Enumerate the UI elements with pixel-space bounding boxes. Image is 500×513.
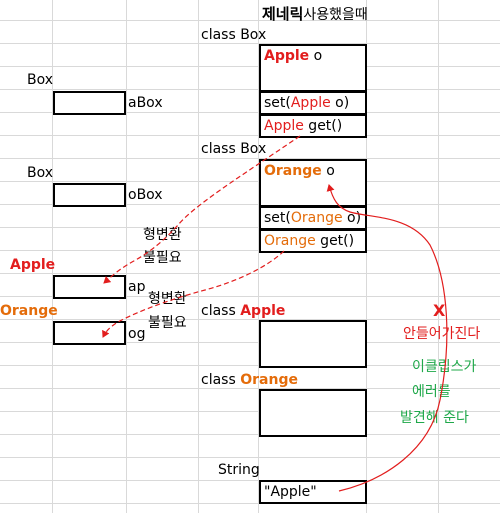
class-apple-header: class Apple	[201, 303, 286, 319]
apple-field-cell: Apple o	[259, 44, 367, 92]
og-variable-box	[53, 321, 126, 345]
orange-setter-cell: set(Orange o)	[259, 206, 367, 230]
abox-variable-name: aBox	[128, 95, 163, 111]
eclipse-note-line3: 발견해 준다	[400, 410, 469, 426]
error-x-mark: X	[433, 301, 446, 320]
string-value-cell: "Apple"	[259, 480, 367, 504]
class-box-header-orange: class Box	[201, 141, 267, 157]
class-box-header-apple: class Box	[201, 27, 267, 43]
eclipse-note-line2: 에러를	[412, 384, 451, 400]
box-type-label-2: Box	[27, 165, 54, 181]
ap-variable-name: ap	[128, 279, 146, 295]
orange-getter-cell: Orange get()	[259, 229, 367, 253]
apple-getter-cell: Apple get()	[259, 114, 367, 138]
cast-note-1-line1: 형변환	[143, 227, 182, 243]
class-orange-box	[259, 389, 367, 437]
string-type-label: String	[218, 462, 260, 478]
obox-variable-box	[53, 183, 126, 207]
cast-note-1-line2: 불필요	[143, 250, 182, 266]
apple-setter-cell: set(Apple o)	[259, 91, 367, 115]
cast-note-2-line2: 불필요	[148, 315, 187, 331]
cast-note-2-line1: 형변환	[148, 291, 187, 307]
apple-type-label: Apple	[10, 257, 56, 273]
orange-type-label: Orange	[0, 303, 58, 319]
class-apple-box	[259, 320, 367, 368]
error-text: 안들어가진다	[403, 326, 481, 342]
abox-variable-box	[53, 91, 126, 115]
class-orange-header: class Orange	[201, 372, 298, 388]
obox-variable-name: oBox	[128, 187, 163, 203]
box-type-label-1: Box	[27, 72, 54, 88]
diagram-title: 제네릭사용했을때	[262, 5, 368, 23]
ap-variable-box	[53, 275, 126, 299]
orange-field-cell: Orange o	[259, 159, 367, 207]
eclipse-note-line1: 이클립스가	[412, 359, 477, 375]
og-variable-name: og	[128, 326, 146, 342]
